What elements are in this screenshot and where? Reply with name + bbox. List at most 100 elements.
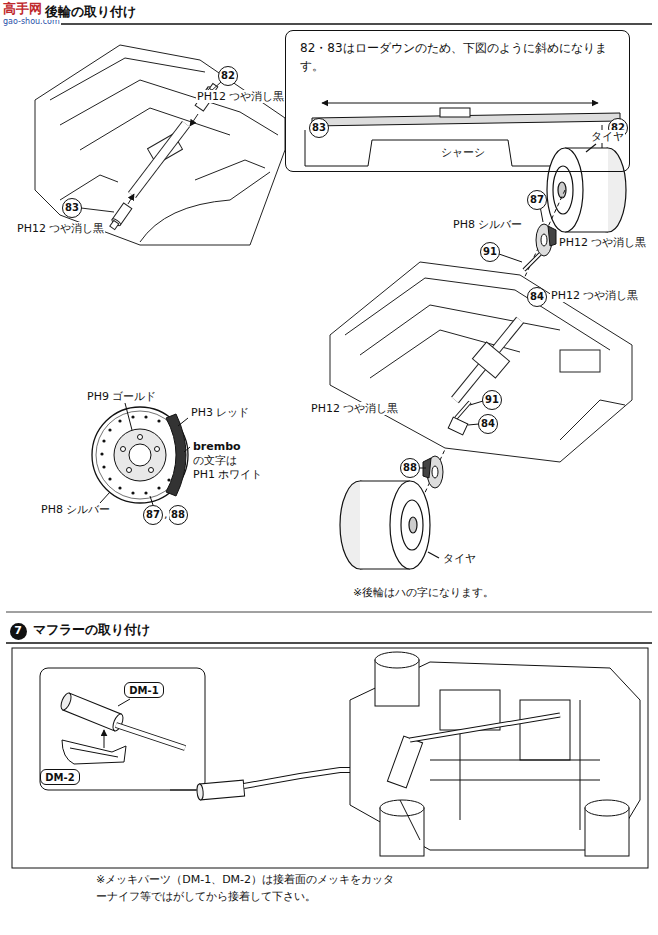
muffler-detail-inset-part	[70, 748, 118, 757]
brake-disc-detail-part	[127, 468, 132, 473]
callout-number: 91	[482, 390, 502, 410]
callout-number: 82	[218, 66, 238, 86]
muffler-detail-inset-part	[40, 668, 205, 790]
brake-disc-detail-part	[167, 478, 170, 481]
muffler-exploded-part	[244, 770, 362, 786]
brake-disc-detail-part	[149, 468, 154, 473]
car-underbody-part	[387, 736, 422, 788]
pin-91-part	[524, 254, 540, 270]
tire-part	[565, 231, 608, 232]
paint-callout: PH3 レッド	[190, 406, 250, 419]
car-underbody-part	[430, 700, 600, 830]
muffler-detail-inset-part	[170, 790, 196, 791]
chassis-rear-middle-part	[455, 320, 520, 400]
tire-part	[409, 517, 417, 533]
brake-disc-87-part	[541, 234, 547, 246]
muffler-detail-inset-part	[59, 692, 73, 712]
part-code: DM-2	[40, 769, 79, 785]
lower-small-parts-part	[470, 401, 483, 405]
muffler-exploded-part	[199, 780, 244, 800]
node-text: 7	[14, 625, 22, 637]
separator: ,	[163, 508, 169, 521]
muffler-detail-inset	[40, 668, 205, 790]
car-underbody-part	[400, 800, 420, 840]
node-text: DM-1	[129, 685, 158, 696]
lower-small-parts-part	[448, 417, 468, 435]
tire-part	[565, 147, 608, 148]
chassis-rear-middle-part	[360, 305, 560, 355]
node-text: 84	[530, 291, 544, 302]
tire-part	[360, 480, 410, 481]
brake-disc-detail-part	[114, 429, 166, 481]
muffler-detail-inset-part	[116, 725, 185, 748]
tire-part	[390, 481, 430, 569]
chassis-rear-middle-part	[560, 350, 600, 372]
lower-small-parts	[420, 401, 483, 488]
node-text: 83	[312, 122, 326, 133]
paint-callout: PH1 ホワイト	[192, 468, 263, 481]
chassis-rear-top	[35, 45, 285, 245]
pin-91	[499, 254, 540, 270]
brake-disc-detail-part	[157, 486, 160, 489]
logo-text: brembo	[192, 440, 242, 453]
node-text: 88	[403, 462, 417, 473]
callout-number: 84	[478, 414, 498, 434]
part-code: DM-1	[124, 682, 163, 698]
brake-disc-detail-part	[144, 491, 147, 494]
brake-disc-detail-part	[150, 496, 153, 505]
callout-number: 88	[400, 458, 420, 478]
car-underbody-part	[387, 736, 422, 788]
car-underbody-part	[375, 652, 419, 668]
muffler-exploded-part	[196, 784, 203, 800]
muffler-exploded-part	[196, 780, 244, 800]
car-underbody-part	[410, 715, 560, 740]
callout-number: 91	[480, 242, 500, 262]
node-text: 82	[221, 70, 235, 81]
car-underbody-part	[585, 800, 629, 816]
chassis-rear-top-part	[60, 80, 278, 135]
lower-small-parts-part	[456, 402, 470, 418]
callout-number: 87	[143, 505, 163, 525]
chassis-rear-top-part	[60, 175, 118, 200]
brake-disc-detail-part	[131, 415, 134, 418]
brake-disc-detail-part	[166, 414, 186, 496]
chassis-rear-middle-part	[370, 330, 520, 378]
section-heading: マフラーの取り付け	[32, 622, 151, 638]
lower-small-parts-part	[432, 466, 438, 478]
node-text: 82・83はローダウンのため、下図のように斜めになります。	[300, 39, 610, 75]
note-text: ※後輪はハの字になります。	[352, 586, 495, 599]
brake-disc-87	[536, 206, 556, 256]
paint-callout: PH12 つや消し黒	[16, 222, 105, 235]
chassis-rear-top-part	[190, 114, 198, 126]
chassis-rear-middle-part	[472, 342, 509, 378]
brake-disc-detail-part	[100, 492, 110, 503]
chassis-rear-top-part	[35, 45, 285, 245]
callout-number: 88	[168, 505, 188, 525]
chassis-rear-middle-part	[455, 320, 520, 400]
section-rules-part	[6, 612, 652, 613]
muffler-detail-inset-part	[104, 730, 105, 748]
tire-part	[360, 568, 410, 569]
chassis-rear-top-part	[132, 124, 186, 195]
brake-disc-87-part	[548, 226, 556, 246]
paint-callout: PH12 つや消し黒	[310, 402, 399, 415]
brake-disc-detail-part	[102, 439, 105, 442]
pin-91-part	[499, 254, 522, 262]
brake-disc-detail-part	[129, 444, 151, 466]
callout-number: 84	[527, 287, 547, 307]
part-name: タイヤ	[590, 130, 625, 143]
chassis-rear-top-part	[132, 124, 186, 195]
car-underbody-part	[410, 715, 560, 740]
chassis-rear-top-part	[128, 194, 134, 204]
tire-part	[586, 144, 596, 152]
paint-callout: PH8 シルバー	[452, 218, 523, 231]
brake-disc-detail-part	[108, 477, 111, 480]
brake-disc-detail	[92, 403, 190, 505]
brake-disc-detail-part	[118, 486, 121, 489]
paint-callout: PH12 つや消し黒	[558, 236, 647, 249]
node-text: 87	[530, 194, 544, 205]
brake-disc-detail-part	[121, 447, 126, 452]
